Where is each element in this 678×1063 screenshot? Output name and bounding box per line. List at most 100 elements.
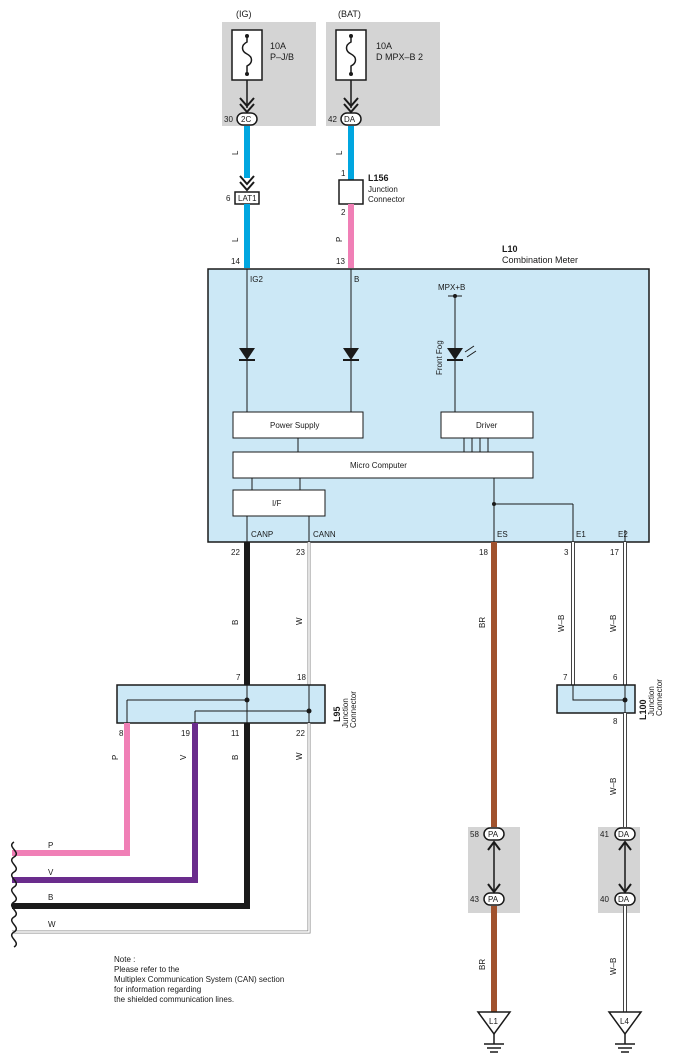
micro-computer-block	[232, 451, 534, 479]
bat-label: (BAT)	[338, 9, 361, 19]
left-wire-v: V	[48, 868, 54, 877]
ig-connector: 2C	[241, 115, 251, 124]
ground-l1-icon	[476, 1011, 512, 1053]
wire-color-label: L	[231, 237, 240, 242]
l95-name2: Connector	[349, 691, 358, 728]
l95-name1: Junction	[341, 698, 350, 728]
pa-pin-top: 58	[470, 830, 479, 839]
left-wire-p: P	[48, 841, 53, 850]
pin-label-ig2: IG2	[250, 275, 263, 284]
l95-pin-11: 11	[231, 729, 240, 738]
ground-l4-icon	[607, 1011, 643, 1053]
wire-color-label: L	[231, 150, 240, 155]
l95-pin-8: 8	[119, 729, 124, 738]
front-fog-label: Front Fog	[435, 340, 444, 375]
l156-pin-bottom: 2	[341, 208, 346, 217]
l95-pin-22: 22	[296, 729, 305, 738]
da-pin-bottom: 40	[600, 895, 609, 904]
bat-fuse-name: D MPX–B 2	[376, 52, 423, 62]
bat-fuse-block: (BAT) 10A D MPX–B 2	[326, 9, 440, 126]
l95-pin-7: 7	[236, 673, 241, 682]
note: Note : Please refer to the Multiplex Com…	[114, 955, 284, 1004]
l100-name2: Connector	[655, 679, 664, 716]
connector-pa-top	[483, 827, 505, 841]
pin-label-cann: CANN	[313, 530, 336, 539]
wire-break-icon	[11, 841, 17, 948]
wire-b	[12, 723, 250, 909]
connector-da-bottom	[614, 892, 636, 906]
power-supply-block	[232, 411, 364, 439]
wire-color-label: BR	[478, 617, 487, 628]
wire-color-label: W–B	[609, 778, 618, 795]
pa-label-top: PA	[488, 830, 499, 839]
wire-color-label: P	[111, 755, 120, 760]
wire-v	[12, 723, 198, 883]
pin-label-e1: E1	[576, 530, 586, 539]
l100-pin-6: 6	[613, 673, 618, 682]
if-block	[232, 489, 326, 517]
note-line-3: Multiplex Communication System (CAN) sec…	[114, 975, 284, 984]
l156-name2: Connector	[368, 195, 405, 204]
meter-id: L10	[502, 244, 518, 254]
pin-label-canp: CANP	[251, 530, 273, 539]
wire-color-label: W–B	[609, 958, 618, 975]
l100-pin-7: 7	[563, 673, 568, 682]
da-pin-top: 41	[600, 830, 609, 839]
ig-fuse-block: (IG) 10A P–J/B	[222, 9, 316, 126]
ig-fuse-amp: 10A	[270, 41, 286, 51]
connector-l156	[338, 179, 364, 205]
meter-pin-canp: 22	[231, 548, 240, 557]
left-wire-w: W	[48, 920, 56, 929]
micro-computer-label: Micro Computer	[350, 461, 407, 470]
l95-pin-19: 19	[181, 729, 190, 738]
driver-label: Driver	[476, 421, 498, 430]
wire-color-label: W	[295, 752, 304, 760]
power-supply-label: Power Supply	[270, 421, 319, 430]
ig-pin: 30	[224, 115, 233, 124]
wire-color-label: BR	[478, 959, 487, 970]
diode-icon	[239, 348, 255, 360]
l156-id: L156	[368, 173, 389, 183]
wire-color-label: W	[295, 617, 304, 625]
wire-color-label: B	[231, 755, 240, 760]
note-line-5: the shielded communication lines.	[114, 995, 234, 1004]
da-label-bottom: DA	[618, 895, 630, 904]
meter-pin-b: 13	[336, 257, 345, 266]
junction-l95	[116, 684, 326, 724]
note-line-1: Note :	[114, 955, 135, 964]
diode-icon	[343, 348, 359, 360]
note-line-4: for information regarding	[114, 985, 201, 994]
bat-pin: 42	[328, 115, 337, 124]
pin-label-es: ES	[497, 530, 508, 539]
connector-da	[340, 112, 362, 126]
wire-color-label: V	[179, 754, 188, 760]
l95-pin-18: 18	[297, 673, 306, 682]
mpx-label: MPX+B	[438, 283, 465, 292]
wire-p	[12, 723, 130, 856]
pa-label-bottom: PA	[488, 895, 499, 904]
meter-pin-ig2: 14	[231, 257, 240, 266]
connector-2c	[236, 112, 258, 126]
meter-pin-e2: 17	[610, 548, 619, 557]
led-icon	[447, 348, 463, 360]
connector-pa-bottom	[483, 892, 505, 906]
pa-pin-bottom: 43	[470, 895, 479, 904]
wire-color-label: W–B	[609, 615, 618, 632]
ig-fuse-name: P–J/B	[270, 52, 294, 62]
pin-label-e2: E2	[618, 530, 628, 539]
ground-l1-label: L1	[489, 1017, 498, 1026]
meter-pin-cann: 23	[296, 548, 305, 557]
pin-label-b: B	[354, 275, 359, 284]
da-label-top: DA	[618, 830, 630, 839]
note-line-2: Please refer to the	[114, 965, 180, 974]
wire-color-label: W–B	[557, 615, 566, 632]
wire-color-label: L	[335, 150, 344, 155]
junction-l100	[556, 684, 636, 714]
ground-l4-label: L4	[620, 1017, 629, 1026]
l100-id: L100	[638, 699, 648, 720]
connector-da-top	[614, 827, 636, 841]
l156-pin-top: 1	[341, 169, 346, 178]
driver-block	[440, 411, 534, 439]
lat1-label: LAT1	[238, 194, 257, 203]
